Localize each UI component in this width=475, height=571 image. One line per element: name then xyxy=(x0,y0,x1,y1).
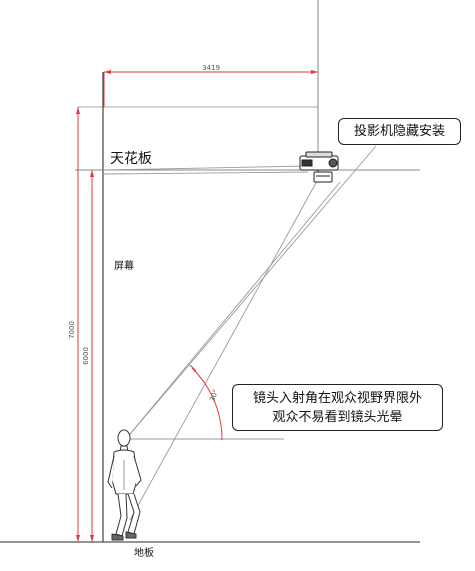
projector-icon xyxy=(299,151,339,183)
projector-callout: 投影机隐藏安装 xyxy=(338,118,461,145)
ceiling-label: 天花板 xyxy=(110,151,152,167)
ray-projector-to-floor xyxy=(129,171,323,521)
lens-callout-line2: 观众不易看到镜头光晕 xyxy=(272,410,403,425)
total-height-arrow-bottom xyxy=(76,535,80,542)
ray-eye-to-ceiling xyxy=(124,145,377,441)
lens-callout-line1: 镜头入射角在观众视野界限外 xyxy=(252,391,422,406)
total-height-dimension: 7000 xyxy=(68,107,80,542)
screen-label: 屏幕 xyxy=(114,261,134,272)
screen-height-label: 6000 xyxy=(82,347,90,365)
projector-callout-text: 投影机隐藏安装 xyxy=(353,124,445,139)
angle-arc xyxy=(191,367,223,441)
total-height-arrow-top xyxy=(76,107,80,114)
screen-height-arrow-bottom xyxy=(90,535,94,542)
total-height-label: 7000 xyxy=(68,321,76,339)
screen-height-dimension: 6000 xyxy=(82,170,94,542)
angle-label: 30° xyxy=(208,388,220,402)
standing-person-icon xyxy=(107,429,142,541)
ray-top-beam xyxy=(102,165,309,171)
projection-rays xyxy=(102,145,377,521)
ray-eye-to-floor xyxy=(124,181,341,441)
width-dim-label: 3419 xyxy=(202,64,220,72)
structure-lines xyxy=(0,0,420,543)
lens-callout: 镜头入射角在观众视野界限外 观众不易看到镜头光晕 xyxy=(232,384,443,431)
ray-lower-beam xyxy=(102,171,309,175)
angle-tick xyxy=(189,364,197,372)
width-dimension: 3419 xyxy=(103,64,318,107)
width-dim-arrow-right xyxy=(311,70,318,74)
screen-height-arrow-top xyxy=(90,170,94,177)
width-dim-arrow-left xyxy=(104,70,111,74)
floor-label: 地板 xyxy=(134,548,154,559)
